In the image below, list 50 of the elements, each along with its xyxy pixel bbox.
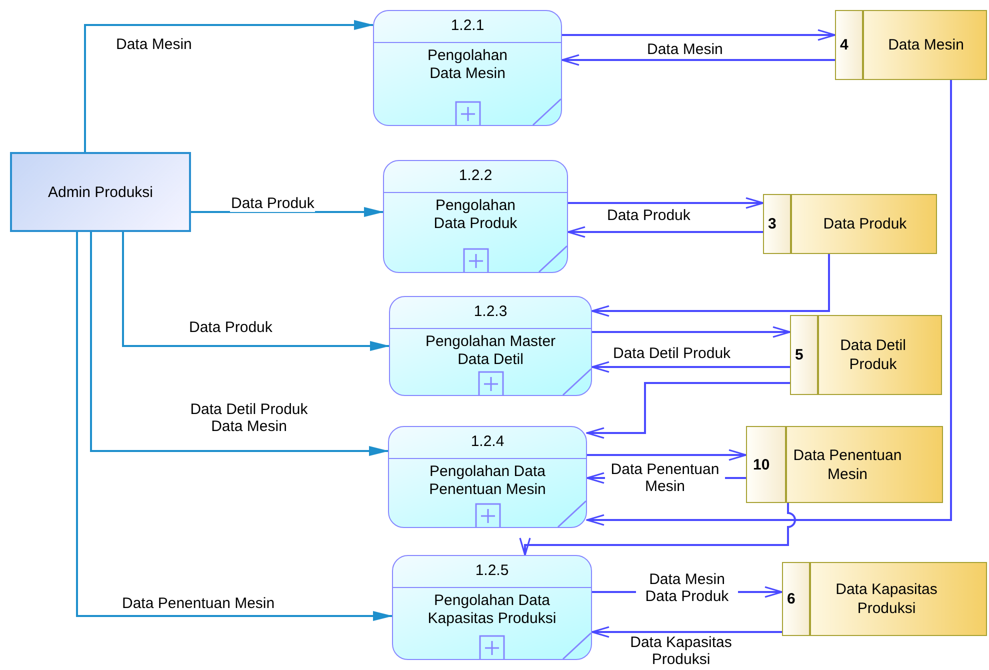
store-number: 3 <box>768 216 776 232</box>
arrow <box>591 254 830 317</box>
arrow <box>519 503 796 556</box>
store-name: Data Mesin <box>887 36 965 54</box>
arrow <box>586 382 790 439</box>
store-number: 10 <box>753 456 770 473</box>
process-name: Pengolahan Data Penentuan Mesin <box>428 463 547 499</box>
arrow <box>191 207 384 217</box>
store-name: Data Kapasitas Produksi <box>834 580 938 618</box>
edge-label: Data Produk <box>230 195 316 212</box>
process-number: 1.2.1 <box>450 17 484 34</box>
process-box <box>383 160 568 273</box>
arrow <box>586 80 952 526</box>
arrow <box>562 29 836 41</box>
external-entity <box>10 152 191 232</box>
process-name: Pengolahan Data Mesin <box>426 47 509 83</box>
process-box <box>392 555 592 660</box>
data-store <box>835 10 987 80</box>
store-name: Data Produk <box>822 214 908 234</box>
process-number: 1.2.3 <box>474 303 508 320</box>
arrow <box>84 20 374 152</box>
process-box <box>388 426 587 528</box>
arrow <box>76 232 393 621</box>
process-name: Pengolahan Data Kapasitas Produksi <box>426 592 558 628</box>
arrow <box>561 54 835 66</box>
arrow <box>587 449 747 461</box>
arrow <box>567 226 763 238</box>
store-name: Data Detil Produk <box>839 336 907 374</box>
arrow <box>591 361 790 373</box>
data-store <box>763 194 937 254</box>
arrow <box>568 197 764 209</box>
store-number: 5 <box>795 346 804 364</box>
store-number: 4 <box>840 36 848 54</box>
process-box <box>389 296 592 396</box>
process-number: 1.2.4 <box>470 433 504 450</box>
process-name: Pengolahan Data Produk <box>432 197 518 233</box>
arrow <box>592 326 791 338</box>
data-store <box>790 315 942 395</box>
arrow <box>591 626 782 638</box>
process-box <box>373 10 562 126</box>
arrow <box>122 232 390 351</box>
data-store <box>746 426 943 503</box>
data-store <box>782 562 987 636</box>
process-number: 1.2.2 <box>458 167 492 184</box>
arrow <box>90 232 389 456</box>
entity-name: Admin Produksi <box>48 184 154 200</box>
process-number: 1.2.5 <box>475 562 509 579</box>
process-name: Pengolahan Master Data Detil <box>424 333 557 369</box>
store-number: 6 <box>787 590 796 608</box>
store-name: Data Penentuan Mesin <box>793 446 902 484</box>
